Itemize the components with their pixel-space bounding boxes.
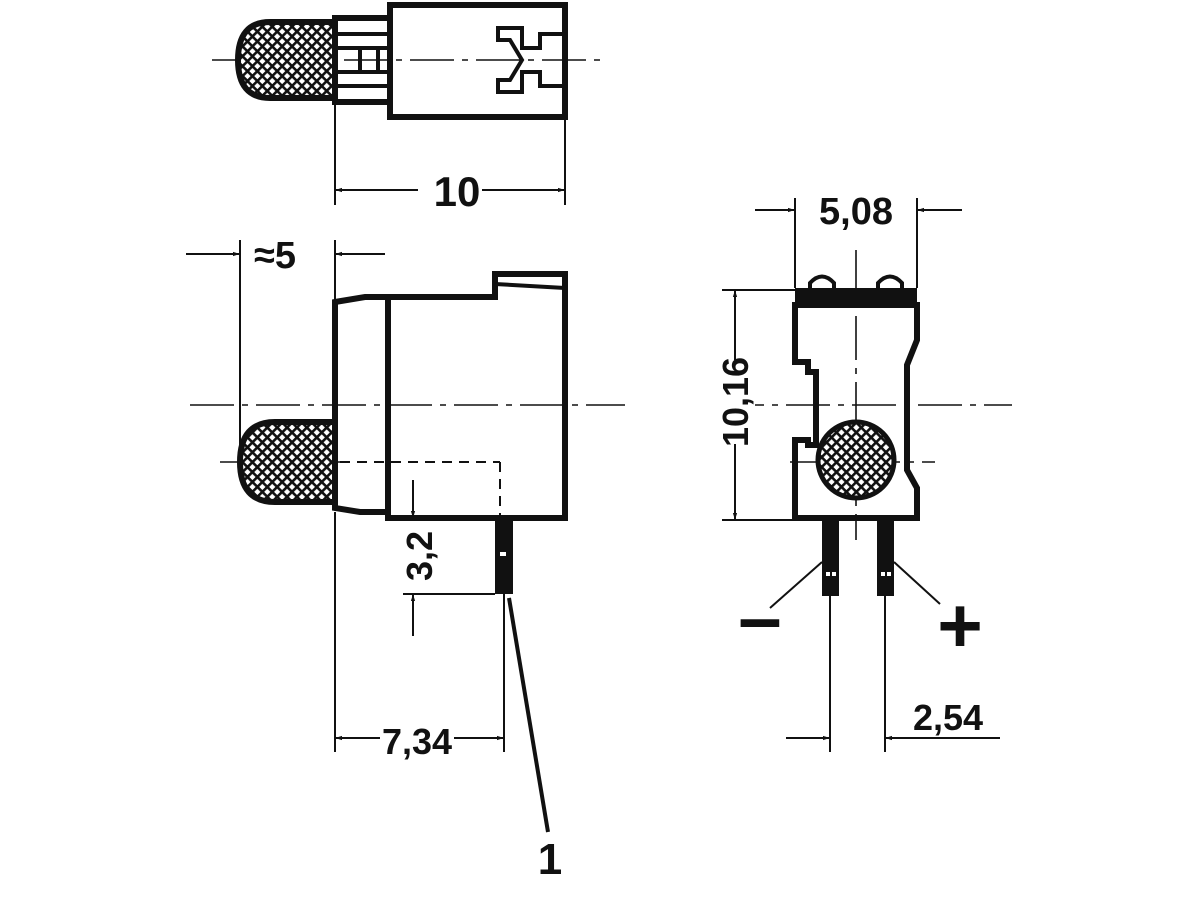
- dim-pin-offset-label: 7,34: [382, 721, 452, 762]
- polarity-negative-sign: –: [738, 573, 781, 661]
- top-view-housing: [387, 2, 568, 120]
- top-view-latch: [496, 26, 565, 94]
- dim-pin-pitch-top-label: 5,08: [819, 191, 893, 233]
- callout-leader: [507, 597, 550, 833]
- front-view-led: [815, 419, 897, 501]
- top-view: 10: [212, 2, 608, 215]
- dim-pin-pitch-label: 2,54: [913, 697, 983, 738]
- top-view-led-dome: [234, 19, 338, 101]
- front-view-pin-negative: [822, 518, 839, 596]
- front-view-pin-positive: [877, 518, 894, 596]
- dim-body-height-label: 10,16: [715, 357, 756, 447]
- front-view-body: [792, 302, 920, 521]
- callout-label: 1: [538, 835, 562, 884]
- polarity-positive-sign: +: [937, 581, 983, 669]
- dim-protrusion-label: ≈5: [254, 235, 296, 277]
- front-view: 5,08 10,16 2,54 – +: [715, 191, 1012, 752]
- side-view-led-dome: [236, 419, 338, 505]
- side-view: ≈5 3,2 7,34 1: [186, 235, 625, 884]
- side-view-housing: [385, 271, 568, 521]
- dim-top-width-label: 10: [434, 168, 481, 215]
- dim-height-step-label: 3,2: [399, 531, 440, 581]
